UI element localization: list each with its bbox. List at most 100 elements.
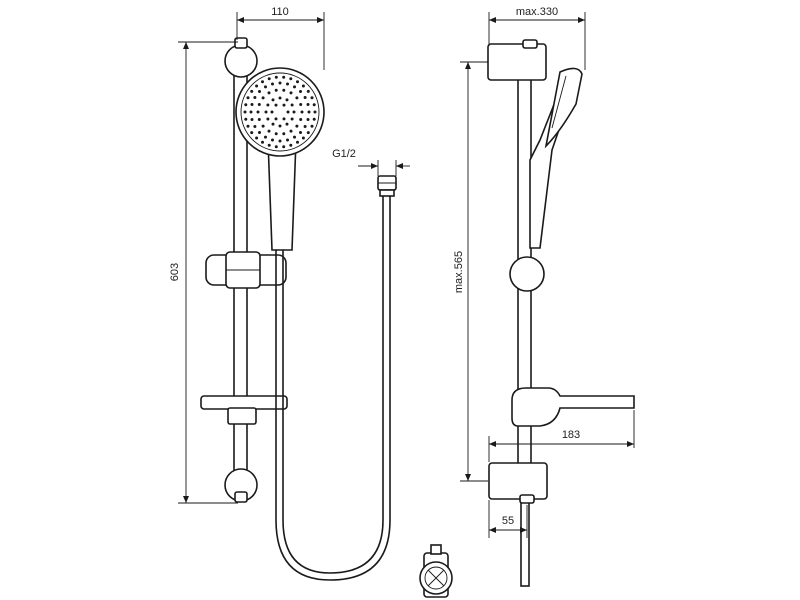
- nozzle-dot: [289, 129, 293, 133]
- nozzle-dot: [282, 145, 286, 149]
- label-hose-thread: G1/2: [332, 148, 356, 160]
- front-soap-shelf: [200, 395, 288, 410]
- side-bottom-bracket: [488, 462, 548, 500]
- front-hose: [275, 189, 391, 581]
- nozzle-dot: [303, 96, 307, 99]
- nozzle-dot: [274, 103, 278, 107]
- nozzle-dot: [285, 98, 289, 102]
- nozzle-dot: [255, 84, 259, 88]
- nozzle-dot: [246, 124, 250, 128]
- nozzle-dot: [243, 110, 247, 114]
- front-handshower-nozzles: [243, 75, 317, 149]
- nozzle-dot: [278, 139, 282, 143]
- nozzle-dot: [278, 96, 282, 100]
- nozzle-dot: [274, 88, 278, 92]
- nozzle-dot: [258, 90, 261, 93]
- nozzle-dot: [271, 138, 274, 142]
- front-view: 110 603 G1/2: [169, 6, 453, 598]
- nozzle-dot: [257, 118, 261, 121]
- nozzle-dot: [301, 136, 305, 140]
- nozzle-dot: [286, 138, 289, 142]
- dim-shelf-depth: 183: [488, 410, 635, 462]
- nozzle-dot: [266, 117, 270, 121]
- nozzle-dot: [271, 122, 275, 126]
- nozzle-dot: [250, 131, 254, 135]
- nozzle-dot: [264, 85, 267, 89]
- nozzle-dot: [267, 143, 271, 147]
- wall-connector: [419, 544, 453, 598]
- nozzle-dot: [299, 131, 302, 134]
- nozzle-dot: [306, 89, 310, 93]
- nozzle-dot: [312, 103, 316, 107]
- nozzle-dot: [312, 117, 316, 121]
- nozzle-dot: [299, 103, 303, 106]
- nozzle-dot: [289, 91, 293, 95]
- nozzle-dot: [293, 85, 296, 89]
- dim-hose-thread: G1/2: [332, 148, 410, 176]
- nozzle-dot: [296, 140, 299, 144]
- nozzle-dot: [282, 103, 286, 107]
- nozzle-dot: [289, 143, 293, 147]
- nozzle-dot: [278, 81, 282, 85]
- nozzle-dot: [271, 82, 274, 86]
- nozzle-dot: [299, 118, 303, 121]
- nozzle-dot: [306, 131, 310, 135]
- nozzle-dot: [301, 84, 305, 88]
- nozzle-dot: [293, 135, 296, 139]
- side-soap-shelf: [511, 387, 635, 427]
- nozzle-dot: [246, 96, 250, 100]
- label-front-width: 110: [271, 6, 289, 18]
- nozzle-dot: [261, 96, 265, 100]
- nozzle-dot: [295, 96, 299, 100]
- side-rail-lower: [520, 499, 530, 587]
- nozzle-dot: [256, 110, 260, 114]
- nozzle-dot: [267, 77, 271, 81]
- nozzle-dot: [306, 118, 310, 121]
- nozzle-dot: [282, 132, 286, 136]
- nozzle-dot: [278, 124, 282, 128]
- nozzle-dot: [290, 103, 294, 107]
- side-view: max.330 max.565 183 55: [453, 6, 635, 587]
- nozzle-dot: [258, 131, 261, 134]
- nozzle-dot: [264, 110, 268, 114]
- label-side-width: max.330: [516, 6, 558, 18]
- dim-front-height: 603: [169, 41, 238, 504]
- dim-side-width: max.330: [488, 6, 586, 70]
- nozzle-dot: [250, 118, 254, 121]
- nozzle-dot: [313, 110, 317, 114]
- nozzle-dot: [282, 75, 286, 79]
- nozzle-dot: [310, 124, 314, 128]
- nozzle-dot: [244, 117, 248, 121]
- nozzle-dot: [300, 110, 304, 114]
- label-side-height: max.565: [453, 251, 465, 293]
- nozzle-dot: [295, 124, 299, 128]
- nozzle-dot: [266, 103, 270, 107]
- nozzle-dot: [270, 110, 274, 114]
- label-shelf-depth: 183: [562, 429, 580, 441]
- dim-wall-offset: 55: [488, 500, 528, 538]
- nozzle-dot: [274, 117, 278, 121]
- nozzle-dot: [289, 77, 293, 81]
- nozzle-dot: [264, 135, 267, 139]
- nozzle-dot: [257, 103, 261, 106]
- nozzle-dot: [274, 132, 278, 136]
- label-wall-offset: 55: [502, 515, 514, 527]
- label-front-height: 603: [169, 263, 181, 281]
- nozzle-dot: [274, 75, 278, 79]
- nozzle-dot: [261, 124, 265, 128]
- nozzle-dot: [290, 117, 294, 121]
- nozzle-dot: [261, 80, 264, 84]
- nozzle-dot: [253, 96, 257, 99]
- nozzle-dot: [282, 88, 286, 92]
- side-top-bracket: [487, 43, 547, 81]
- front-top-bracket: [224, 44, 258, 78]
- nozzle-dot: [306, 103, 310, 106]
- dim-side-height: max.565: [453, 61, 488, 482]
- nozzle-dot: [285, 122, 289, 126]
- nozzle-dot: [296, 80, 299, 84]
- nozzle-dot: [244, 103, 248, 107]
- nozzle-dot: [282, 117, 286, 121]
- nozzle-dot: [303, 125, 307, 128]
- nozzle-dot: [274, 145, 278, 149]
